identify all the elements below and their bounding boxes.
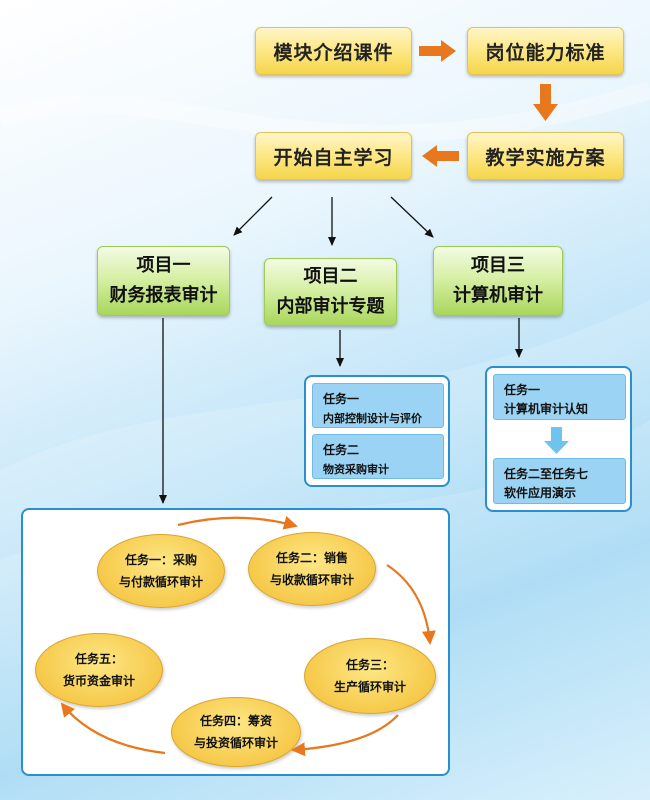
project-3-task-1-name: 计算机审计认知 [504, 402, 589, 416]
cycle-task-1-name: 与付款循环审计 [118, 575, 203, 589]
project-2-task-panel: 任务一 内部控制设计与评价 任务二 物资采购审计 [304, 375, 450, 487]
project-1-cycle-panel: 任务一：采购 与付款循环审计 任务二：销售 与收款循环审计 任务三： 生产循环审… [21, 508, 450, 776]
project-3-task-2[interactable]: 任务二至任务七 软件应用演示 [493, 458, 626, 504]
project-3-task-2-title: 任务二至任务七 [504, 467, 589, 481]
cycle-task-4[interactable]: 任务四：筹资 与投资循环审计 [171, 697, 301, 767]
project-2-task-2-title: 任务二 [323, 443, 360, 457]
project-2-task-1[interactable]: 任务一 内部控制设计与评价 [312, 383, 444, 428]
project-2-task-1-name: 内部控制设计与评价 [323, 412, 422, 425]
intro-courseware-box[interactable]: 模块介绍课件 [255, 27, 412, 75]
cycle-task-4-title: 任务四：筹资 [199, 714, 272, 728]
project-2-task-2[interactable]: 任务二 物资采购审计 [312, 434, 444, 479]
cycle-task-3-title: 任务三： [345, 658, 394, 672]
cycle-task-4-name: 与投资循环审计 [193, 736, 278, 750]
arrow-to-project-3 [390, 196, 434, 238]
project-1-title: 项目一 [136, 255, 191, 276]
cycle-task-3-name: 生产循环审计 [333, 680, 406, 694]
cycle-task-2-title: 任务二：销售 [275, 551, 348, 565]
job-standard-box[interactable]: 岗位能力标准 [467, 27, 624, 75]
cycle-task-5[interactable]: 任务五： 货币资金审计 [35, 633, 163, 707]
project-3-name: 计算机审计 [453, 285, 543, 306]
project-2-name: 内部审计专题 [276, 296, 385, 317]
cycle-arrow-1-to-2 [177, 516, 298, 530]
project-3-task-2-name: 软件应用演示 [504, 486, 577, 500]
cycle-task-2-name: 与收款循环审计 [269, 573, 354, 587]
project-3-box[interactable]: 项目三 计算机审计 [433, 246, 563, 316]
project-2-task-1-title: 任务一 [323, 392, 360, 406]
cycle-task-1-title: 任务一：采购 [124, 553, 197, 567]
job-standard-label: 岗位能力标准 [485, 41, 606, 64]
teaching-plan-label: 教学实施方案 [485, 146, 606, 169]
cycle-arrow-3-to-4 [291, 714, 399, 757]
intro-courseware-label: 模块介绍课件 [273, 41, 394, 64]
arrow-down-light-icon [544, 427, 569, 454]
arrow-down-block-icon [533, 84, 558, 121]
cycle-task-5-title: 任务五： [74, 652, 123, 666]
cycle-task-5-name: 货币资金审计 [62, 674, 135, 688]
project-3-task-1-title: 任务一 [504, 383, 541, 397]
cycle-task-2[interactable]: 任务二：销售 与收款循环审计 [248, 532, 376, 606]
project-2-title: 项目二 [303, 266, 358, 287]
arrow-left-block-icon [422, 145, 459, 167]
cycle-task-1[interactable]: 任务一：采购 与付款循环审计 [97, 534, 225, 608]
start-self-study-box[interactable]: 开始自主学习 [255, 132, 412, 180]
project-2-box[interactable]: 项目二 内部审计专题 [264, 258, 397, 326]
arrow-to-project-1 [233, 196, 273, 236]
arrow-right-block-icon [419, 40, 456, 62]
cycle-task-3[interactable]: 任务三： 生产循环审计 [304, 638, 436, 714]
project-3-title: 项目三 [471, 255, 525, 276]
cycle-arrow-2-to-3 [386, 564, 436, 645]
cycle-arrow-4-to-5 [60, 702, 166, 755]
project-2-task-2-name: 物资采购审计 [323, 463, 389, 476]
project-1-box[interactable]: 项目一 财务报表审计 [97, 246, 230, 316]
project-1-name: 财务报表审计 [109, 285, 218, 306]
project-3-task-1[interactable]: 任务一 计算机审计认知 [493, 374, 626, 420]
start-self-study-label: 开始自主学习 [273, 146, 394, 169]
teaching-plan-box[interactable]: 教学实施方案 [467, 132, 624, 180]
